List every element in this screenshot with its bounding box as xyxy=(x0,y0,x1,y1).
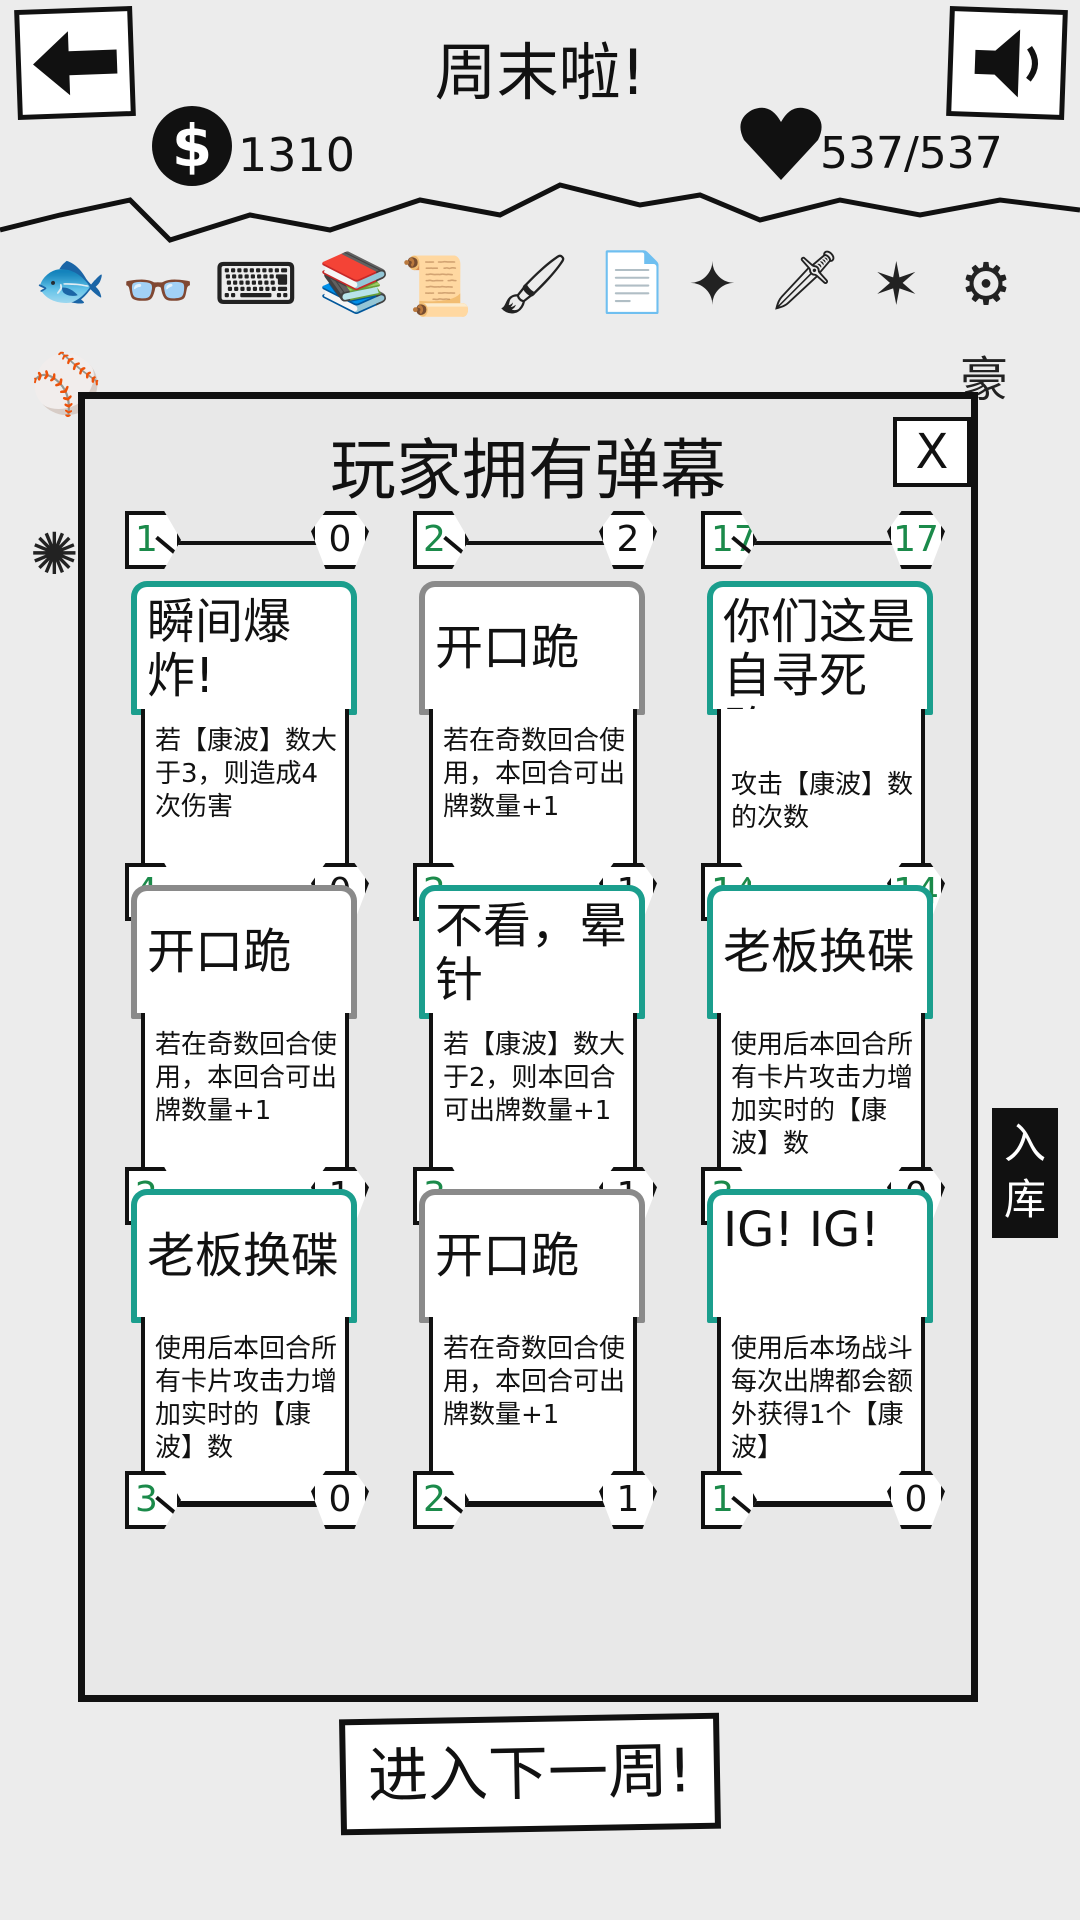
attack-value: 2 xyxy=(423,519,446,560)
card-description: 若在奇数回合使用，本回合可出牌数量+1 xyxy=(429,709,637,899)
attack-badge: 3 xyxy=(125,1471,181,1529)
stat-bar xyxy=(741,1501,911,1505)
close-button[interactable]: X xyxy=(893,417,971,487)
stat-bar xyxy=(741,541,911,545)
torn-edge xyxy=(0,182,1080,243)
card-title: 老板换碟 xyxy=(131,1189,357,1323)
attack-badge: 17 xyxy=(701,511,757,569)
defense-value: 17 xyxy=(893,519,939,560)
defense-value: 0 xyxy=(904,1479,928,1520)
defense-value: 0 xyxy=(328,1479,352,1520)
next-week-button[interactable]: 进入下一周! xyxy=(339,1712,721,1836)
star-doodle-icon: ✦ xyxy=(688,250,737,318)
attack-value: 1 xyxy=(135,519,158,560)
danmaku-card[interactable]: 瞬间爆炸!若【康波】数大于3，则造成4次伤害40 xyxy=(125,581,369,941)
defense-value: 1 xyxy=(616,1479,640,1520)
card-title: 老板换碟 xyxy=(707,885,933,1019)
paper-doodle-icon: 📜 xyxy=(400,252,473,320)
danmaku-card[interactable]: IG! IG!使用后本场战斗每次出牌都会额外获得1个【康波】1 0 xyxy=(701,1189,945,1549)
defense-badge: 0 xyxy=(311,1471,369,1529)
sound-button[interactable] xyxy=(946,5,1068,121)
side-tab[interactable]: 入库 xyxy=(992,1108,1058,1238)
glasses-doodle-icon: 👓 xyxy=(122,256,195,324)
defense-badge: 2 xyxy=(599,511,657,569)
card-description: 使用后本回合所有卡片攻击力增加实时的【康波】数 xyxy=(717,1013,925,1203)
hp-value: 537/537 xyxy=(820,128,1003,179)
card-title: 开口跪 xyxy=(419,581,645,715)
dialog-title: 玩家拥有弹幕 xyxy=(330,432,726,509)
defense-badge: 0 xyxy=(887,1471,945,1529)
card-title: 开口跪 xyxy=(131,885,357,1019)
fish-doodle-icon: 🐟 xyxy=(34,246,107,314)
defense-badge: 1 xyxy=(599,1471,657,1529)
sword-icon xyxy=(443,1495,469,1519)
defense-value: 0 xyxy=(328,519,352,560)
sword-icon xyxy=(155,535,181,559)
heart-icon xyxy=(740,107,822,180)
back-arrow-icon xyxy=(33,31,118,96)
back-button[interactable] xyxy=(14,5,136,121)
card-description: 使用后本场战斗每次出牌都会额外获得1个【康波】 xyxy=(717,1317,925,1507)
defense-badge: 17 xyxy=(887,511,945,569)
attack-badge: 2 xyxy=(413,511,469,569)
card-description: 若在奇数回合使用，本回合可出牌数量+1 xyxy=(141,1013,349,1203)
sword-icon xyxy=(731,1495,757,1519)
card-title: 你们这是自寻死路! xyxy=(707,581,933,715)
note-doodle-icon: 📄 xyxy=(596,248,669,316)
firework-doodle-icon: ✺ xyxy=(30,520,79,588)
card-title: IG! IG! xyxy=(707,1189,933,1323)
sword-icon xyxy=(155,1495,181,1519)
stat-bar xyxy=(453,1501,623,1505)
money-value: 1310 xyxy=(238,128,356,182)
coin-icon: $ xyxy=(152,106,232,186)
card-description: 若【康波】数大于2，则本回合可出牌数量+1 xyxy=(429,1013,637,1203)
attack-badge: 1 xyxy=(125,511,181,569)
card-title: 开口跪 xyxy=(419,1189,645,1323)
stat-bar xyxy=(165,541,335,545)
attack-value: 3 xyxy=(135,1479,158,1520)
page-title: 周末啦! xyxy=(434,36,646,109)
speaker-icon xyxy=(974,29,1038,98)
stat-bar xyxy=(453,541,623,545)
attack-value: 1 xyxy=(711,1479,734,1520)
brush-doodle-icon: 🖌 xyxy=(496,250,570,318)
sword-icon xyxy=(443,535,469,559)
card-description: 若【康波】数大于3，则造成4次伤害 xyxy=(141,709,349,899)
sword-doodle-icon: 🗡 xyxy=(768,246,842,314)
card-description: 若在奇数回合使用，本回合可出牌数量+1 xyxy=(429,1317,637,1507)
shuriken-doodle-icon: ✶ xyxy=(872,250,921,318)
badge-doodle-icon: ⚙ xyxy=(960,250,1012,318)
attack-value: 2 xyxy=(423,1479,446,1520)
stat-bar xyxy=(165,1501,335,1505)
card-description: 攻击【康波】数的次数 xyxy=(717,709,925,899)
keyboard-doodle-icon: ⌨ xyxy=(214,250,298,318)
card-title: 不看，晕针 xyxy=(419,885,645,1019)
card-title: 瞬间爆炸! xyxy=(131,581,357,715)
card-description: 使用后本回合所有卡片攻击力增加实时的【康波】数 xyxy=(141,1317,349,1507)
defense-badge: 0 xyxy=(311,511,369,569)
book-doodle-icon: 📚 xyxy=(318,248,391,316)
defense-value: 2 xyxy=(616,519,640,560)
